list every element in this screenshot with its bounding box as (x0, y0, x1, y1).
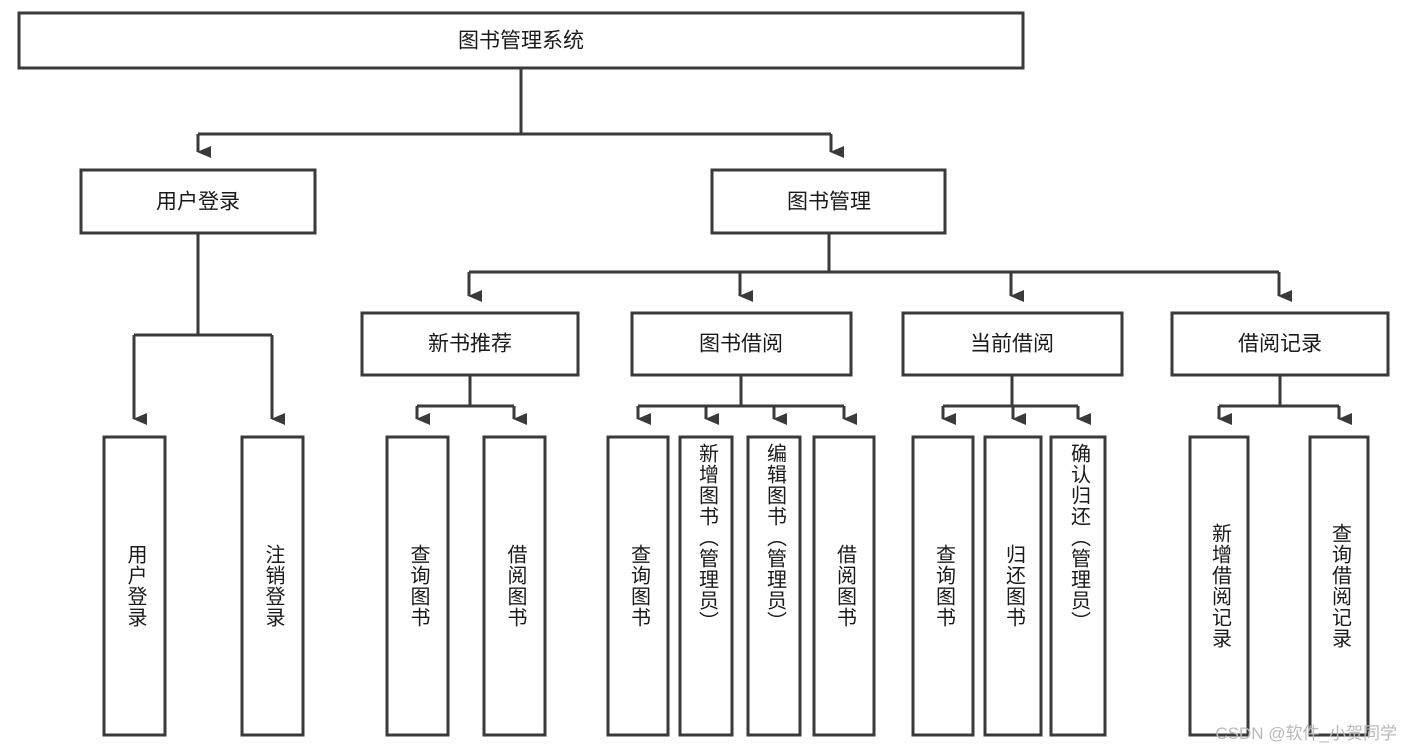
leaf-box-query-book-2[interactable] (606, 435, 670, 737)
leaf-box-confirm-return[interactable] (1049, 435, 1107, 737)
leaf-box-add-record[interactable] (1188, 435, 1250, 737)
node-book-borrow-box[interactable] (630, 311, 853, 377)
leaf-box-add-book[interactable] (678, 435, 734, 737)
leaf-box-borrow-book-1[interactable] (482, 435, 547, 737)
node-borrow-record-label: 借阅记录 (1238, 333, 1322, 356)
connector-user-login-to-leaves (132, 233, 285, 425)
leaf-box-query-book-3[interactable] (911, 435, 975, 737)
node-root[interactable]: 图书管理系统 (17, 11, 1025, 70)
node-current-borrow[interactable]: 当前借阅 (901, 311, 1124, 377)
connector-book-borrow-to-leaves (636, 375, 857, 425)
node-current-borrow-box[interactable] (901, 311, 1124, 377)
node-borrow-record-box[interactable] (1170, 311, 1390, 377)
csdn-watermark: CSDN @软件_小贺同学 (1215, 724, 1397, 743)
node-root-label: 图书管理系统 (458, 30, 584, 53)
node-new-book-recommend[interactable]: 新书推荐 (360, 311, 580, 377)
node-root-box[interactable] (17, 11, 1025, 70)
leaf-box-user-login[interactable] (102, 435, 167, 737)
leaf-box-borrow-book-2[interactable] (812, 435, 876, 737)
leaf-box-query-record[interactable] (1308, 435, 1370, 737)
leaf-box-edit-book[interactable] (746, 435, 802, 737)
node-user-login[interactable]: 用户登录 (79, 168, 317, 235)
node-user-login-label: 用户登录 (156, 191, 240, 214)
connector-borrow-record-to-leaves (1217, 375, 1352, 425)
node-book-management-box[interactable] (710, 168, 947, 235)
node-borrow-record[interactable]: 借阅记录 (1170, 311, 1390, 377)
connector-book-mgmt-to-level3 (467, 233, 1292, 302)
node-book-management[interactable]: 图书管理 (710, 168, 947, 235)
node-new-book-recommend-box[interactable] (360, 311, 580, 377)
connector-new-book-rec-to-leaves (415, 375, 527, 425)
leaf-box-logout[interactable] (240, 435, 305, 737)
leaf-boxes (102, 435, 1370, 737)
node-book-management-label: 图书管理 (787, 191, 871, 214)
node-new-book-recommend-label: 新书推荐 (428, 333, 512, 356)
node-current-borrow-label: 当前借阅 (970, 333, 1054, 356)
leaf-box-return-book[interactable] (983, 435, 1043, 737)
node-book-borrow-label: 图书借阅 (699, 333, 783, 356)
leaf-box-query-book-1[interactable] (385, 435, 450, 737)
connector-current-borrow-to-leaves (941, 375, 1091, 425)
node-book-borrow[interactable]: 图书借阅 (630, 311, 853, 377)
connector-root-to-level2 (196, 68, 844, 158)
